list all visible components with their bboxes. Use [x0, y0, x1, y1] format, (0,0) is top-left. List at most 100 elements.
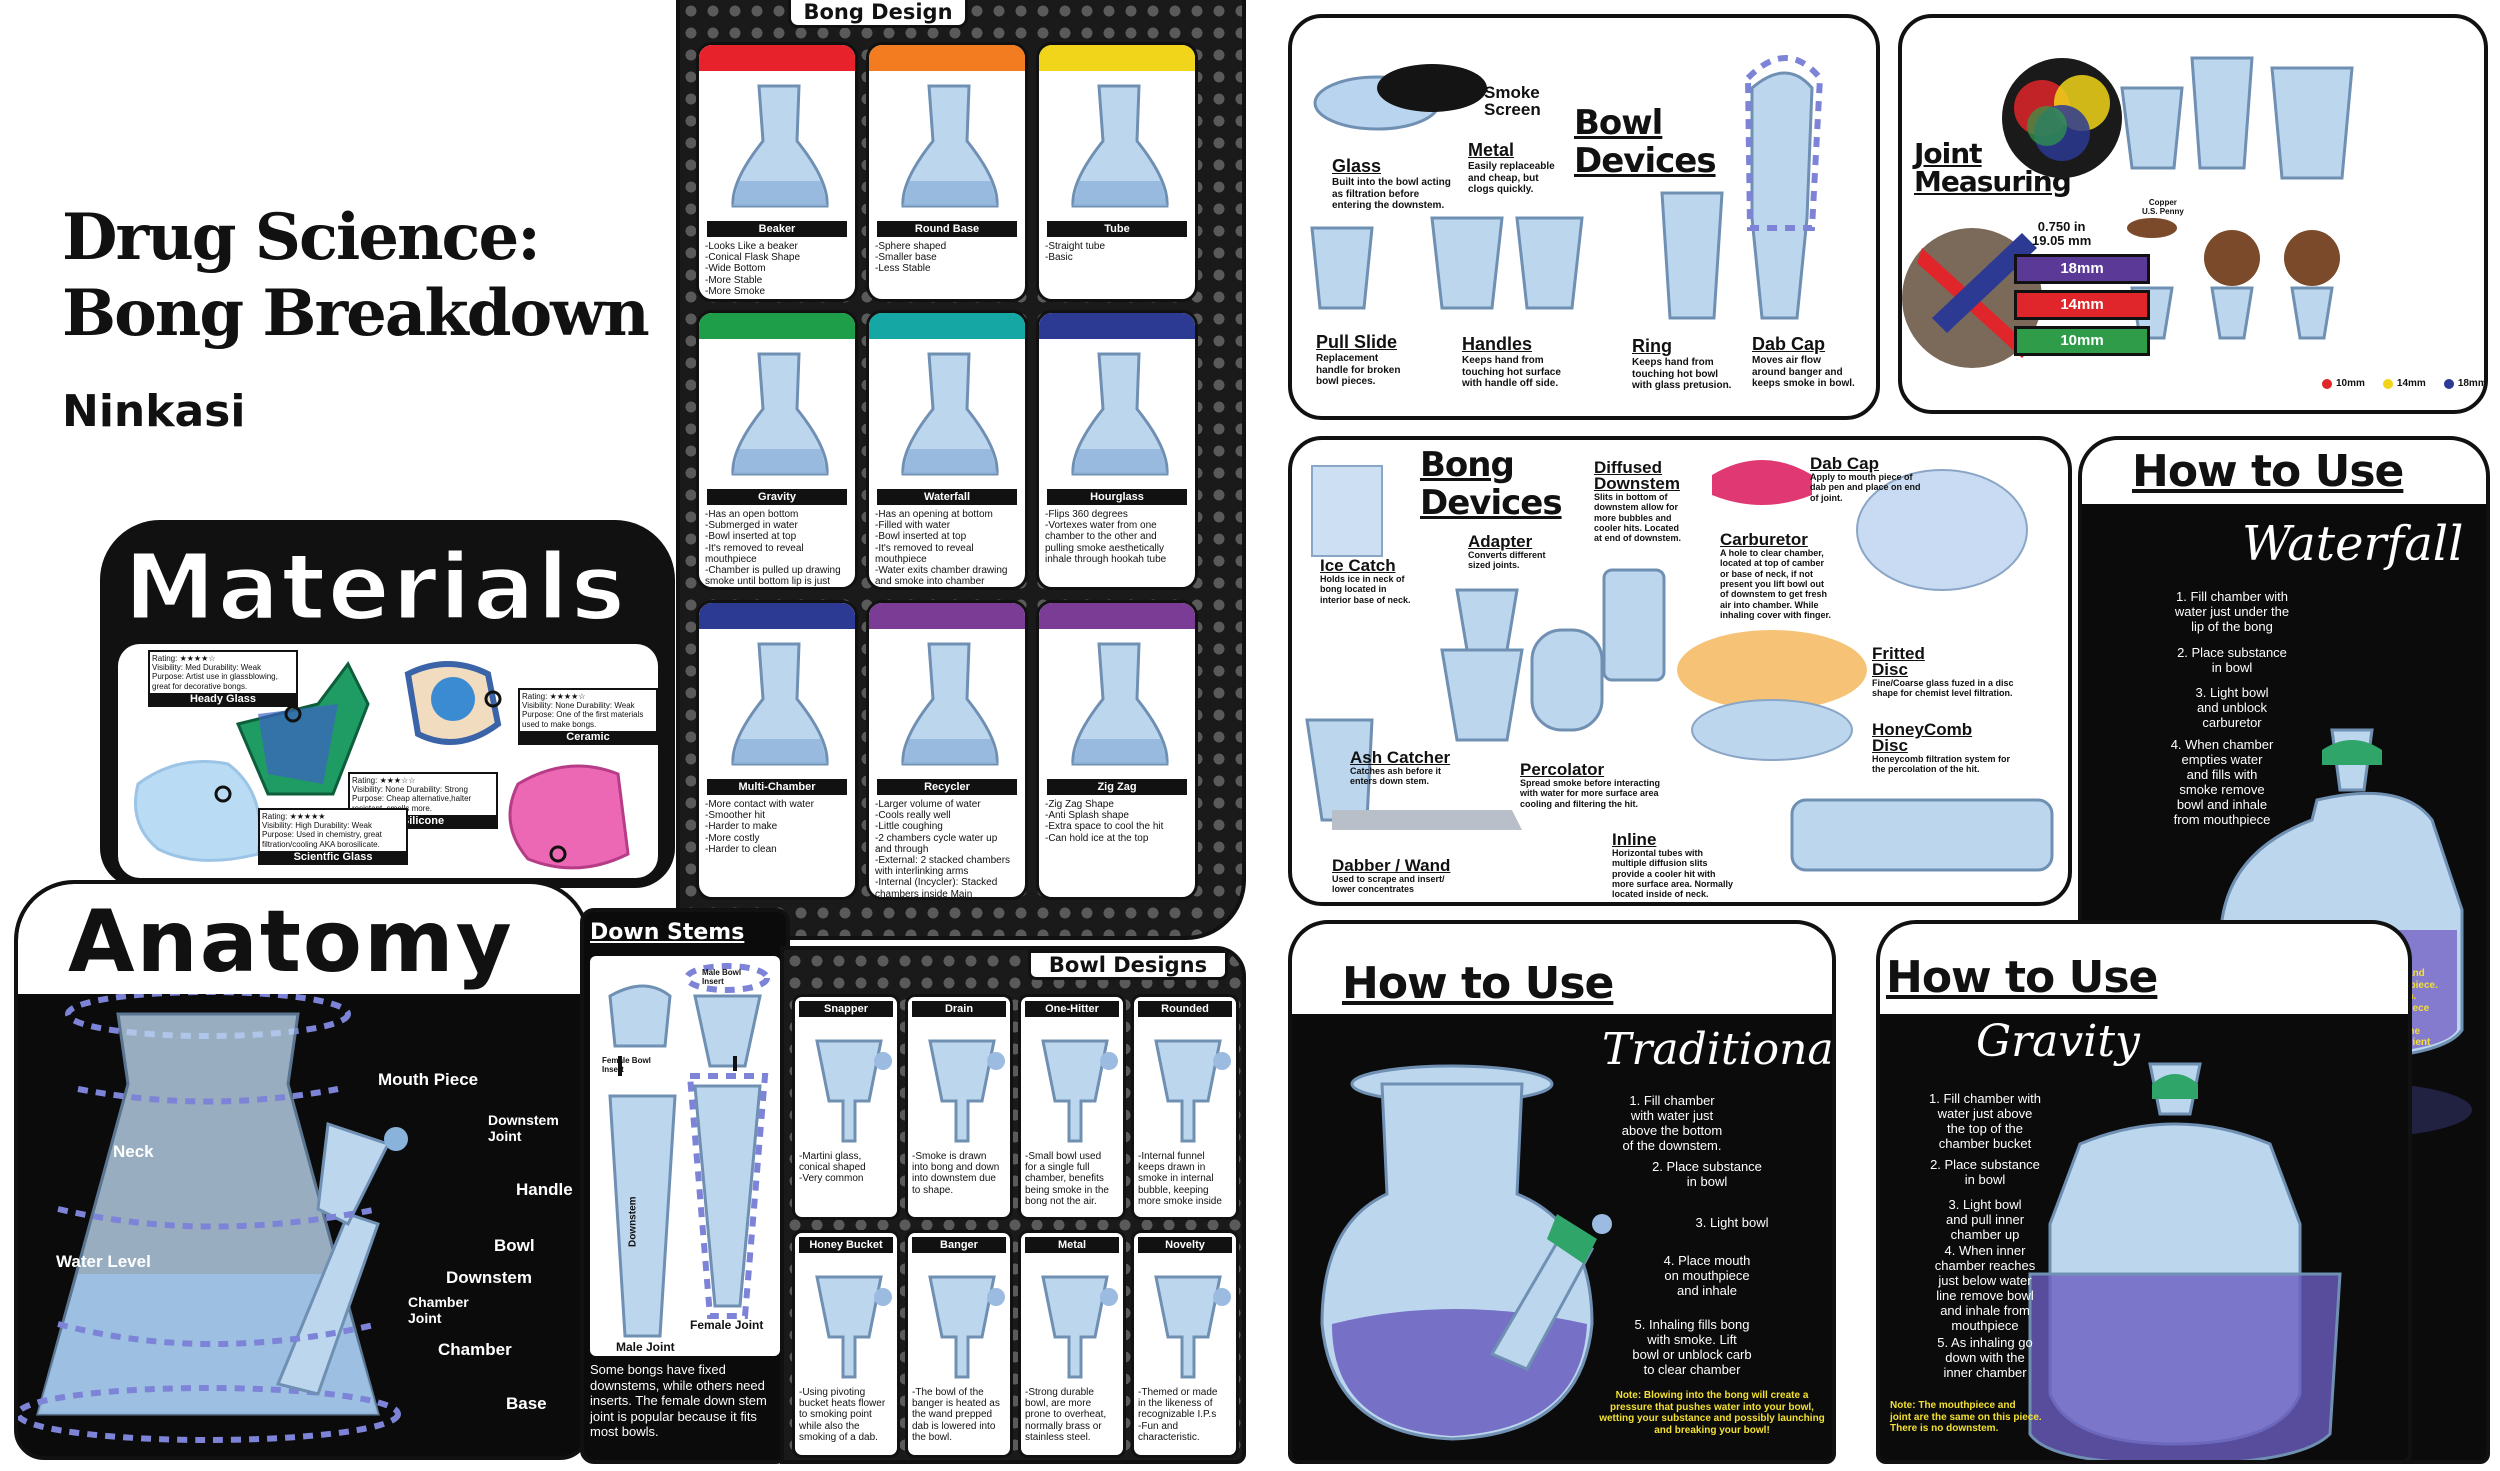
- joint-legend-dot-icon: [2322, 378, 2332, 389]
- bong-design-color-bar: [699, 603, 855, 629]
- bong-devices-heading: Bong Devices: [1420, 445, 1563, 523]
- bong-device-name: Fritted Disc: [1872, 644, 1925, 679]
- howto-traditional-illustration: [1320, 1064, 1612, 1441]
- bong-design-card-text: -Zig Zag Shape -Anti Splash shape -Extra…: [1045, 799, 1164, 844]
- down-stems-label-female-insert: Female Bowl Insert: [602, 1056, 651, 1075]
- bowl-design-illustration: [795, 1021, 897, 1149]
- howto-step: 5. Inhaling fills bong with smoke. Lift …: [1632, 1317, 1752, 1377]
- bong-design-card-name: Multi-Chamber: [707, 779, 847, 795]
- bowl-devices-illustration: [1310, 55, 1824, 320]
- down-stems-diagram-area: Male Bowl Insert Female Bowl Insert Down…: [590, 956, 780, 1356]
- anatomy-heading: Anatomy: [68, 892, 514, 992]
- bong-design-panel: Bong Design Beaker-Looks Like a beaker -…: [676, 0, 1246, 940]
- bowl-design-card: Rounded-Internal funnel keeps drawn in s…: [1131, 994, 1239, 1220]
- howto-step: 5. As inhaling go down with the inner ch…: [1937, 1335, 2033, 1380]
- bong-device-text: Honeycomb filtration system for the perc…: [1872, 754, 2011, 775]
- bowl-design-card-name: Metal: [1025, 1237, 1119, 1253]
- bong-design-card: Gravity-Has an open bottom -Submerged in…: [696, 310, 858, 590]
- bowl-design-card: Banger-The bowl of the banger is heated …: [905, 1230, 1013, 1458]
- bong-design-card-text: -Looks Like a beaker -Conical Flask Shap…: [705, 241, 801, 297]
- bong-device-text: Slits in bottom of downstem allow for mo…: [1594, 492, 1682, 544]
- joint-size-label: 10mm: [2060, 332, 2104, 349]
- bong-design-illustration: [699, 629, 855, 779]
- bong-design-color-bar: [1039, 603, 1195, 629]
- bowl-devices-panel: Bowl Devices Smoke Screen Glass Built in…: [1288, 14, 1880, 420]
- anatomy-label-water-level: Water Level: [56, 1252, 151, 1271]
- bowl-design-card-text: -Using pivoting bucket heats flower to s…: [799, 1387, 886, 1443]
- bong-design-card-text: -Flips 360 degrees -Vortexes water from …: [1045, 509, 1167, 565]
- bong-design-color-bar: [699, 45, 855, 71]
- bong-device-name: Carburetor: [1720, 530, 1808, 549]
- page-title-line1: Drug Science:: [62, 200, 541, 275]
- joint-legend-label: 18mm: [2457, 378, 2487, 389]
- bowl-design-card-name: Drain: [912, 1001, 1006, 1017]
- joint-measuring-illustration: [1902, 56, 2354, 368]
- howto-gravity-illustration: [2028, 1062, 2342, 1460]
- joint-size-label: 14mm: [2060, 296, 2104, 313]
- howto-step: 1. Fill chamber with water just above th…: [1621, 1093, 1723, 1153]
- bowl-design-illustration: [795, 1257, 897, 1385]
- anatomy-panel: Anatomy Mouth Piece Neck Downstem Joint …: [14, 880, 590, 1460]
- bowl-design-card-text: -Themed or made in the likeness of recog…: [1138, 1387, 1218, 1443]
- bowl-design-card-text: -Internal funnel keeps drawn in smoke in…: [1138, 1151, 1222, 1207]
- bong-device-text: Holds ice in neck of bong located in int…: [1320, 574, 1411, 605]
- bowl-design-card: Honey Bucket -Using pivoting bucket heats…: [792, 1230, 900, 1458]
- bong-design-illustration: [1039, 339, 1195, 489]
- bong-devices-illustration: [1305, 460, 2054, 872]
- bong-design-card-name: Tube: [1047, 221, 1187, 237]
- bowl-design-illustration: [908, 1021, 1010, 1149]
- bong-device-text: Spread smoke before interacting with wat…: [1520, 778, 1661, 809]
- bowl-design-card-name: One-Hitter: [1025, 1001, 1119, 1017]
- howto-gravity-header: [1880, 924, 2408, 1014]
- bong-design-card-name: Beaker: [707, 221, 847, 237]
- howto-waterfall-type: Waterfall: [2242, 516, 2464, 572]
- bong-design-color-bar: [699, 313, 855, 339]
- bong-design-card: Hourglass-Flips 360 degrees -Vortexes wa…: [1036, 310, 1198, 590]
- bowl-design-illustration: [1134, 1021, 1236, 1149]
- bong-design-illustration: [869, 629, 1025, 779]
- author: Ninkasi: [62, 386, 246, 437]
- anatomy-label-bowl: Bowl: [494, 1236, 535, 1255]
- anatomy-diagram: [18, 994, 408, 1443]
- bowl-design-card: One-Hitter-Small bowl used for a single …: [1018, 994, 1126, 1220]
- bong-device-text: Converts different sized joints.: [1468, 550, 1546, 571]
- bong-design-card-text: -More contact with water -Smoother hit -…: [705, 799, 814, 855]
- bowl-device-dab-cap: Dab Cap Moves air flow around banger and…: [1752, 334, 1855, 389]
- bong-device-text: A hole to clear chamber, located at top …: [1720, 548, 1832, 621]
- down-stems-label-male-insert: Male Bowl Insert: [702, 968, 742, 987]
- bong-device-text: Fine/Coarse glass fuzed in a disc shape …: [1872, 678, 2014, 699]
- bowl-design-card: Novelty-Themed or made in the likeness o…: [1131, 1230, 1239, 1458]
- howto-traditional-panel: How to Use Traditional 1. Fill chamber w…: [1288, 920, 1836, 1464]
- howto-step: 3. Light bowl and pull inner chamber up: [1945, 1197, 2025, 1242]
- bong-device-name: Diffused Downstem: [1594, 458, 1680, 493]
- bong-design-card-name: Zig Zag: [1047, 779, 1187, 795]
- down-stems-label-female-joint: Female Joint: [690, 1318, 764, 1332]
- down-stems-label-male-joint: Male Joint: [616, 1340, 675, 1354]
- howto-step: 1. Fill chamber with water just under th…: [2174, 589, 2290, 634]
- howto-step: 3. Light bowl and unblock carburetor: [2195, 685, 2269, 730]
- bong-device-name: Ice Catch: [1320, 556, 1396, 575]
- bong-device-text: Apply to mouth piece of dab pen and plac…: [1810, 472, 1921, 503]
- bowl-designs-panel: Bowl Designs Snapper-Martini glass, coni…: [780, 946, 1246, 1464]
- bowl-design-illustration: [908, 1257, 1010, 1385]
- joint-legend-item: 18mm: [2443, 378, 2487, 389]
- bong-design-card-name: Gravity: [707, 489, 847, 505]
- howto-waterfall-heading: How to Use: [2132, 446, 2404, 497]
- down-stems-heading: Down Stems: [590, 920, 745, 945]
- bong-design-illustration: [1039, 71, 1195, 221]
- bowl-design-card-name: Honey Bucket: [799, 1237, 893, 1253]
- bong-design-card-name: Round Base: [877, 221, 1017, 237]
- bong-design-illustration: [699, 71, 855, 221]
- bowl-design-card-name: Banger: [912, 1237, 1006, 1253]
- bong-device-name: Adapter: [1468, 532, 1533, 551]
- anatomy-label-chamber: Chamber: [438, 1340, 512, 1359]
- bong-design-color-bar: [869, 603, 1025, 629]
